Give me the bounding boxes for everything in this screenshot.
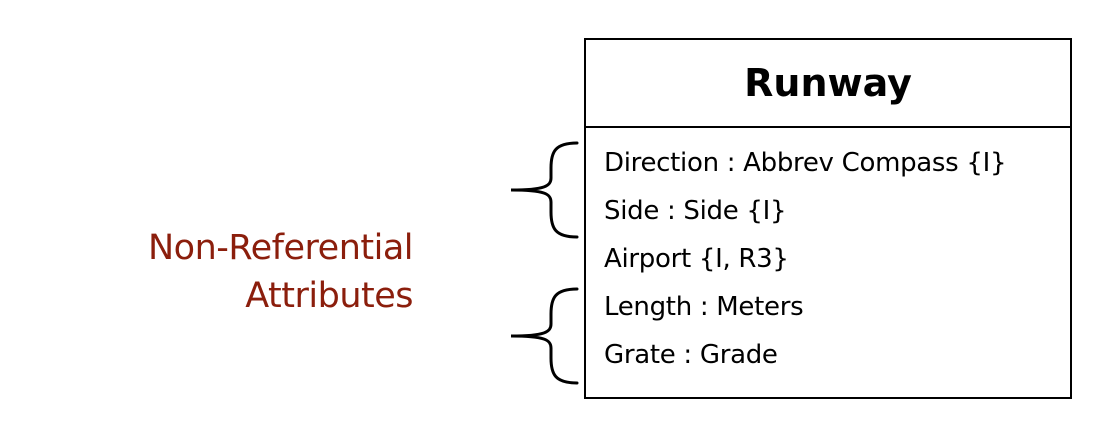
attribute-grate: Grate : Grade — [604, 340, 778, 370]
runway-class-box: Runway Direction : Abbrev Compass {I} Si… — [584, 38, 1072, 399]
caption-line-1: Non-Referential — [148, 228, 414, 268]
non-referential-attributes-label: Non-Referential Attributes — [148, 224, 414, 320]
attribute-direction: Direction : Abbrev Compass {I} — [604, 148, 1007, 178]
lower-curly-brace — [510, 287, 579, 385]
class-name: Runway — [586, 40, 1070, 128]
attribute-side: Side : Side {I} — [604, 196, 787, 226]
attribute-airport: Airport {I, R3} — [604, 244, 789, 274]
attribute-length: Length : Meters — [604, 292, 804, 322]
upper-curly-brace — [510, 141, 579, 239]
caption-line-2: Attributes — [245, 276, 413, 316]
attribute-list: Direction : Abbrev Compass {I} Side : Si… — [586, 128, 1070, 379]
